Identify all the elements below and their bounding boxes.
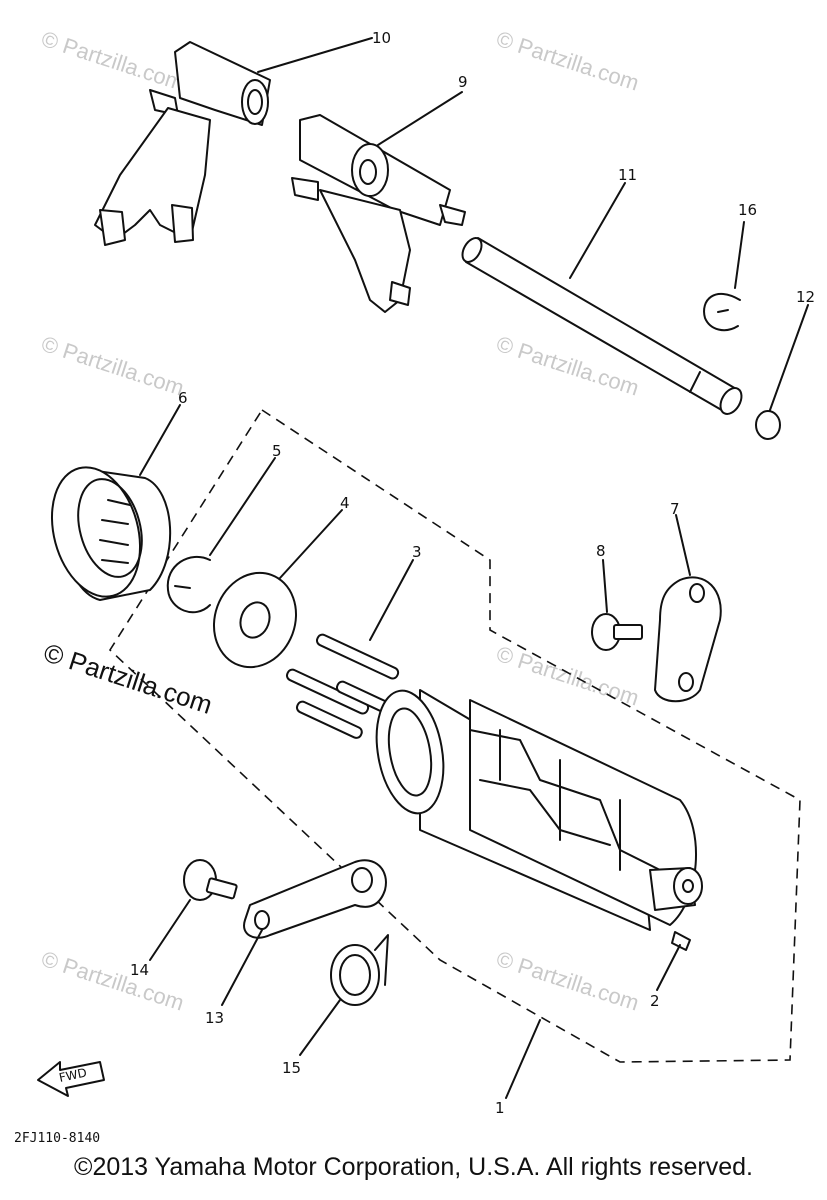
shift-shaft-11-drawing (461, 237, 743, 415)
shift-drum-1-drawing (375, 689, 703, 931)
fwd-label: FWD (58, 1065, 88, 1085)
callout-16: 16 (738, 201, 757, 219)
callout-9: 9 (458, 73, 468, 91)
callout-6: 6 (178, 389, 188, 407)
bearing-6-drawing (50, 466, 172, 601)
callout-3: 3 (412, 543, 422, 561)
watermark: © Partzilla.com (493, 26, 642, 96)
lever-13-drawing (243, 859, 387, 939)
washer-4-drawing (212, 571, 298, 669)
fwd-arrow-icon: FWD (37, 1061, 105, 1097)
dowel-pin-2-drawing (671, 931, 691, 951)
watermark-dark: © Partzilla.com (40, 637, 216, 720)
callout-10: 10 (372, 29, 391, 47)
callout-4: 4 (340, 494, 350, 512)
watermark: © Partzilla.com (493, 641, 642, 711)
callout-15: 15 (282, 1059, 301, 1077)
callout-2: 2 (650, 992, 660, 1010)
callout-13: 13 (205, 1009, 224, 1027)
leader-lines (139, 37, 809, 1099)
o-ring-12-drawing (755, 410, 781, 440)
watermark: © Partzilla.com (38, 946, 187, 1016)
screw-14-drawing (183, 859, 238, 901)
watermark: © Partzilla.com (493, 946, 642, 1016)
callout-5: 5 (272, 442, 282, 460)
plate-7-drawing (654, 576, 722, 703)
part-code: 2FJ110-8140 (14, 1131, 100, 1146)
callout-11: 11 (618, 166, 637, 184)
callout-8: 8 (596, 542, 606, 560)
shift-fork-10-drawing (94, 41, 271, 246)
watermark: © Partzilla.com (38, 331, 187, 401)
callout-14: 14 (130, 961, 149, 979)
callout-1: 1 (495, 1099, 505, 1117)
callouts: 10 9 11 16 12 6 5 4 3 7 8 14 13 15 2 1 (130, 29, 815, 1117)
watermark: © Partzilla.com (38, 26, 187, 96)
callout-12: 12 (796, 288, 815, 306)
shift-fork-9-drawing (291, 114, 466, 313)
spring-15-drawing (330, 934, 389, 1006)
copyright-notice: ©2013 Yamaha Motor Corporation, U.S.A. A… (74, 1153, 753, 1181)
screw-8-drawing (591, 613, 643, 651)
assembly-boundary (108, 408, 801, 1063)
pins-3-drawing (285, 633, 400, 739)
circlip-16-drawing (703, 293, 741, 332)
callout-7: 7 (670, 500, 680, 518)
circlip-5-drawing (166, 555, 211, 614)
